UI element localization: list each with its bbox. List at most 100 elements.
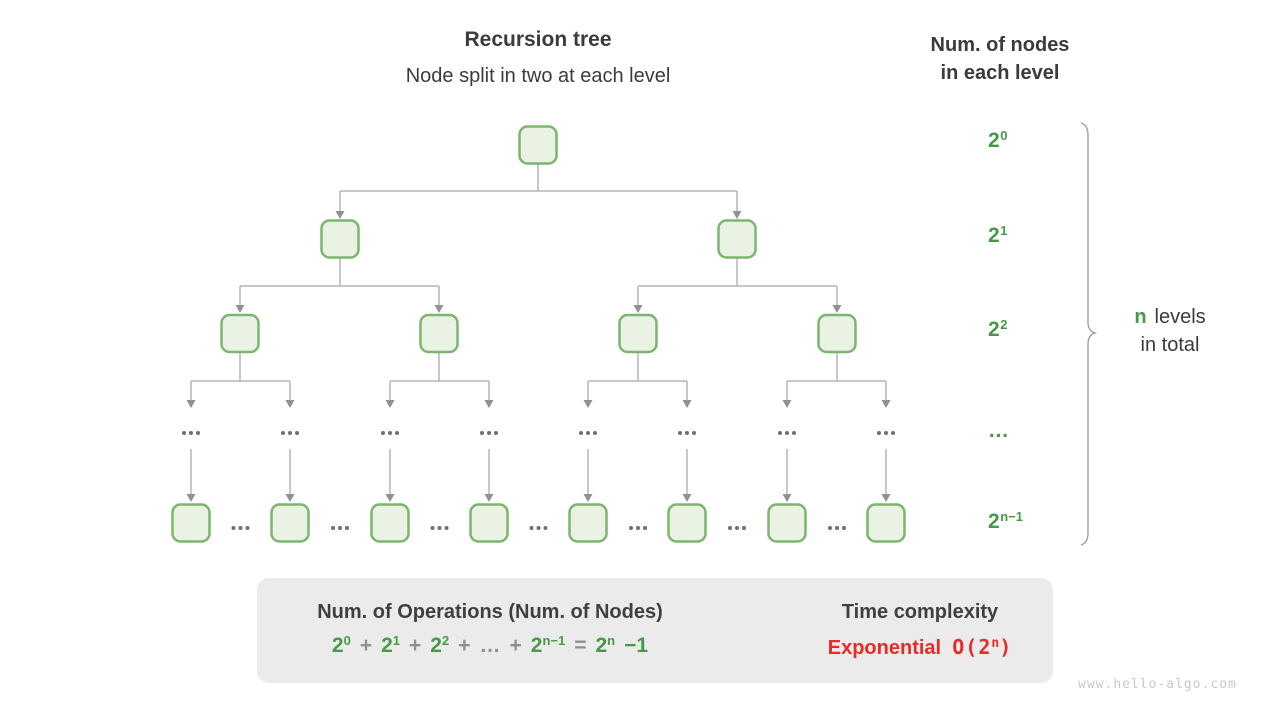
ellipsis-dots <box>735 526 739 530</box>
tree-node <box>817 313 857 354</box>
tree-node <box>419 313 459 354</box>
ellipsis-dots <box>182 431 186 435</box>
tree-node <box>767 503 807 543</box>
tree-node <box>270 503 310 543</box>
operations-formula: 20+21+22+…+2n−1=2n−1 <box>257 633 723 658</box>
ellipsis-dots <box>643 526 647 530</box>
ellipsis-dots <box>728 526 732 530</box>
tree-node <box>618 313 658 354</box>
formula-token: 2n−1 <box>530 633 566 657</box>
ellipsis-dots <box>480 431 484 435</box>
ellipsis-dots <box>685 431 689 435</box>
ellipsis-dots <box>543 526 548 530</box>
levels-brace <box>1080 122 1098 546</box>
tree-node <box>518 125 558 165</box>
ellipsis-dots <box>586 431 590 435</box>
ellipsis-dots <box>593 431 597 435</box>
ellipsis-dots <box>842 526 846 530</box>
summary-box: Num. of Operations (Num. of Nodes) 20 +21… <box>257 578 1053 683</box>
ellipsis-dots <box>381 431 385 435</box>
ellipsis-dots <box>629 526 633 530</box>
level-label-n-1: 2n−1 <box>988 509 1023 533</box>
formula-token: + <box>409 634 422 657</box>
time-complexity-title: Time complexity <box>841 601 999 623</box>
arrowhead-icon <box>682 400 692 408</box>
formula-token: = <box>574 634 587 657</box>
ellipsis-dots <box>437 526 442 530</box>
formula-token: 2n <box>595 633 616 657</box>
arrowhead-icon <box>235 305 245 313</box>
arrowhead-icon <box>881 400 891 408</box>
nodes-per-level-heading-line1: Num. of nodes <box>930 34 1070 56</box>
level-label-ellipsis: … <box>988 419 1010 442</box>
ellipsis-dots <box>487 431 491 435</box>
arrowhead-icon <box>583 400 593 408</box>
ellipsis-dots <box>196 431 200 435</box>
diagram-subtitle: Node split in two at each level <box>405 65 671 87</box>
arrowhead-icon <box>285 400 295 408</box>
arrowhead-icon <box>732 211 742 219</box>
ellipsis-dots <box>331 526 335 530</box>
ellipsis-dots <box>231 526 236 530</box>
nodes-per-level-heading-line2: in each level <box>940 62 1060 84</box>
ellipsis-dots <box>579 431 583 435</box>
formula-token: 21 <box>381 633 401 657</box>
n-variable: n <box>1134 306 1147 328</box>
arrowhead-icon <box>385 400 395 408</box>
complexity-keyword: Exponential <box>827 637 942 659</box>
ellipsis-dots <box>444 526 449 530</box>
operations-title: Num. of Operations (Num. of Nodes) <box>317 601 663 623</box>
ellipsis-dots <box>395 431 399 435</box>
ellipsis-dots <box>494 431 498 435</box>
ellipsis-dots <box>778 431 782 435</box>
arrowhead-icon <box>285 494 295 502</box>
arrowhead-icon <box>782 400 792 408</box>
ellipsis-dots <box>877 431 881 435</box>
arrowhead-icon <box>434 305 444 313</box>
arrowhead-icon <box>832 305 842 313</box>
ellipsis-dots <box>785 431 789 435</box>
ellipsis-dots <box>288 431 292 435</box>
ellipsis-dots <box>891 431 895 435</box>
ellipsis-dots <box>636 526 640 530</box>
arrowhead-icon <box>682 494 692 502</box>
formula-token: + <box>359 634 373 657</box>
tree-node <box>717 219 757 259</box>
arrowhead-icon <box>186 494 196 502</box>
level-label-0: 20 <box>988 128 1008 152</box>
arrowhead-icon <box>484 494 494 502</box>
ellipsis-dots <box>536 526 541 530</box>
ellipsis-dots <box>430 526 435 530</box>
tree-node <box>220 313 260 354</box>
formula-token: + <box>509 634 522 657</box>
tree-node <box>320 219 360 259</box>
arrowhead-icon <box>335 211 345 219</box>
tree-node <box>568 503 608 543</box>
ellipsis-dots <box>295 431 299 435</box>
arrowhead-icon <box>484 400 494 408</box>
ellipsis-dots <box>245 526 250 530</box>
ellipsis-dots <box>345 526 349 530</box>
time-complexity-value: Exponential O(2n) <box>827 635 1013 659</box>
arrowhead-icon <box>186 400 196 408</box>
formula-token: −1 <box>624 634 649 657</box>
tree-node <box>370 503 410 543</box>
ellipsis-dots <box>835 526 839 530</box>
tree-node <box>171 503 211 543</box>
ellipsis-dots <box>338 526 342 530</box>
ellipsis-dots <box>678 431 682 435</box>
ellipsis-dots <box>742 526 746 530</box>
watermark: www.hello-algo.com <box>1078 677 1237 692</box>
arrowhead-icon <box>385 494 395 502</box>
ellipsis-dots <box>281 431 285 435</box>
arrowhead-icon <box>782 494 792 502</box>
formula-token: 20 <box>331 633 351 657</box>
arrowhead-icon <box>583 494 593 502</box>
formula-token: 22 <box>430 633 450 657</box>
ellipsis-dots <box>529 526 534 530</box>
tree-node <box>866 503 906 543</box>
ellipsis-dots <box>388 431 392 435</box>
